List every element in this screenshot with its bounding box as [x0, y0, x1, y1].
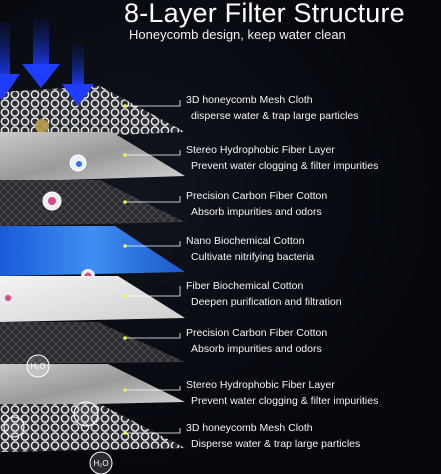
layer-6-carbon-weave — [0, 322, 185, 364]
leader-dots — [123, 104, 127, 435]
layer-description: Prevent water clogging & filter impuriti… — [191, 160, 379, 172]
layer-label: Nano Biochemical Cotton Cultivate nitrif… — [186, 233, 314, 265]
layer-1-honeycomb-mesh — [0, 86, 185, 140]
layer-2-grey-fiber — [0, 132, 185, 182]
layer-description: Absorb impurities and odors — [191, 206, 322, 218]
layer-label: 3D honeycomb Mesh Cloth disperse water &… — [186, 92, 359, 124]
down-arrow-icon — [0, 22, 20, 100]
svg-text:H₂O: H₂O — [30, 362, 45, 371]
layer-label: Stereo Hydrophobic Fiber Layer Prevent w… — [186, 377, 378, 409]
layer-description: Prevent water clogging & filter impuriti… — [191, 395, 379, 407]
down-arrow-icon — [62, 44, 94, 106]
layer-name: Stereo Hydrophobic Fiber Layer — [186, 144, 335, 156]
water-bubble-icon: H₂O — [26, 354, 50, 378]
layer-name: Nano Biochemical Cotton — [186, 235, 305, 247]
layer-description: disperse water & trap large particles — [191, 110, 359, 122]
layer-name: 3D honeycomb Mesh Cloth — [186, 422, 313, 434]
page-title: 8-Layer Filter Structure — [124, 0, 405, 28]
layer-4-blue-sponge — [0, 226, 185, 283]
layer-8-honeycomb-mesh — [0, 404, 185, 452]
leader-lines — [125, 100, 181, 434]
svg-text:H₂O: H₂O — [93, 459, 108, 468]
bubble-icon — [3, 401, 99, 438]
layer-label: Stereo Hydrophobic Fiber Layer Prevent w… — [186, 142, 378, 174]
layer-name: Precision Carbon Fiber Cotton — [186, 190, 328, 202]
layer-description: Deepen purification and filtration — [191, 296, 342, 308]
layer-description: Absorb impurities and odors — [191, 343, 322, 355]
layer-7-grey-fiber — [0, 364, 185, 406]
layer-label: Precision Carbon Fiber Cotton Absorb imp… — [186, 325, 327, 357]
layer-name: 3D honeycomb Mesh Cloth — [186, 94, 313, 106]
layer-description: Cultivate nitrifying bacteria — [191, 251, 315, 263]
layer-name: Stereo Hydrophobic Fiber Layer — [186, 379, 335, 391]
layer-description: Disperse water & trap large particles — [191, 438, 361, 450]
layer-label: 3D honeycomb Mesh Cloth Disperse water &… — [186, 420, 360, 452]
page-subtitle: Honeycomb design, keep water clean — [129, 27, 346, 42]
layer-5-white-cotton — [0, 276, 185, 322]
down-arrow-icon — [22, 18, 60, 88]
layer-name: Precision Carbon Fiber Cotton — [186, 327, 328, 339]
layer-label: Precision Carbon Fiber Cotton Absorb imp… — [186, 188, 327, 220]
layer-label: Fiber Biochemical Cotton Deepen purifica… — [186, 278, 342, 310]
layer-3-carbon-weave — [0, 180, 185, 226]
layer-name: Fiber Biochemical Cotton — [186, 280, 304, 292]
water-bubble-icon: H₂O — [89, 451, 113, 474]
